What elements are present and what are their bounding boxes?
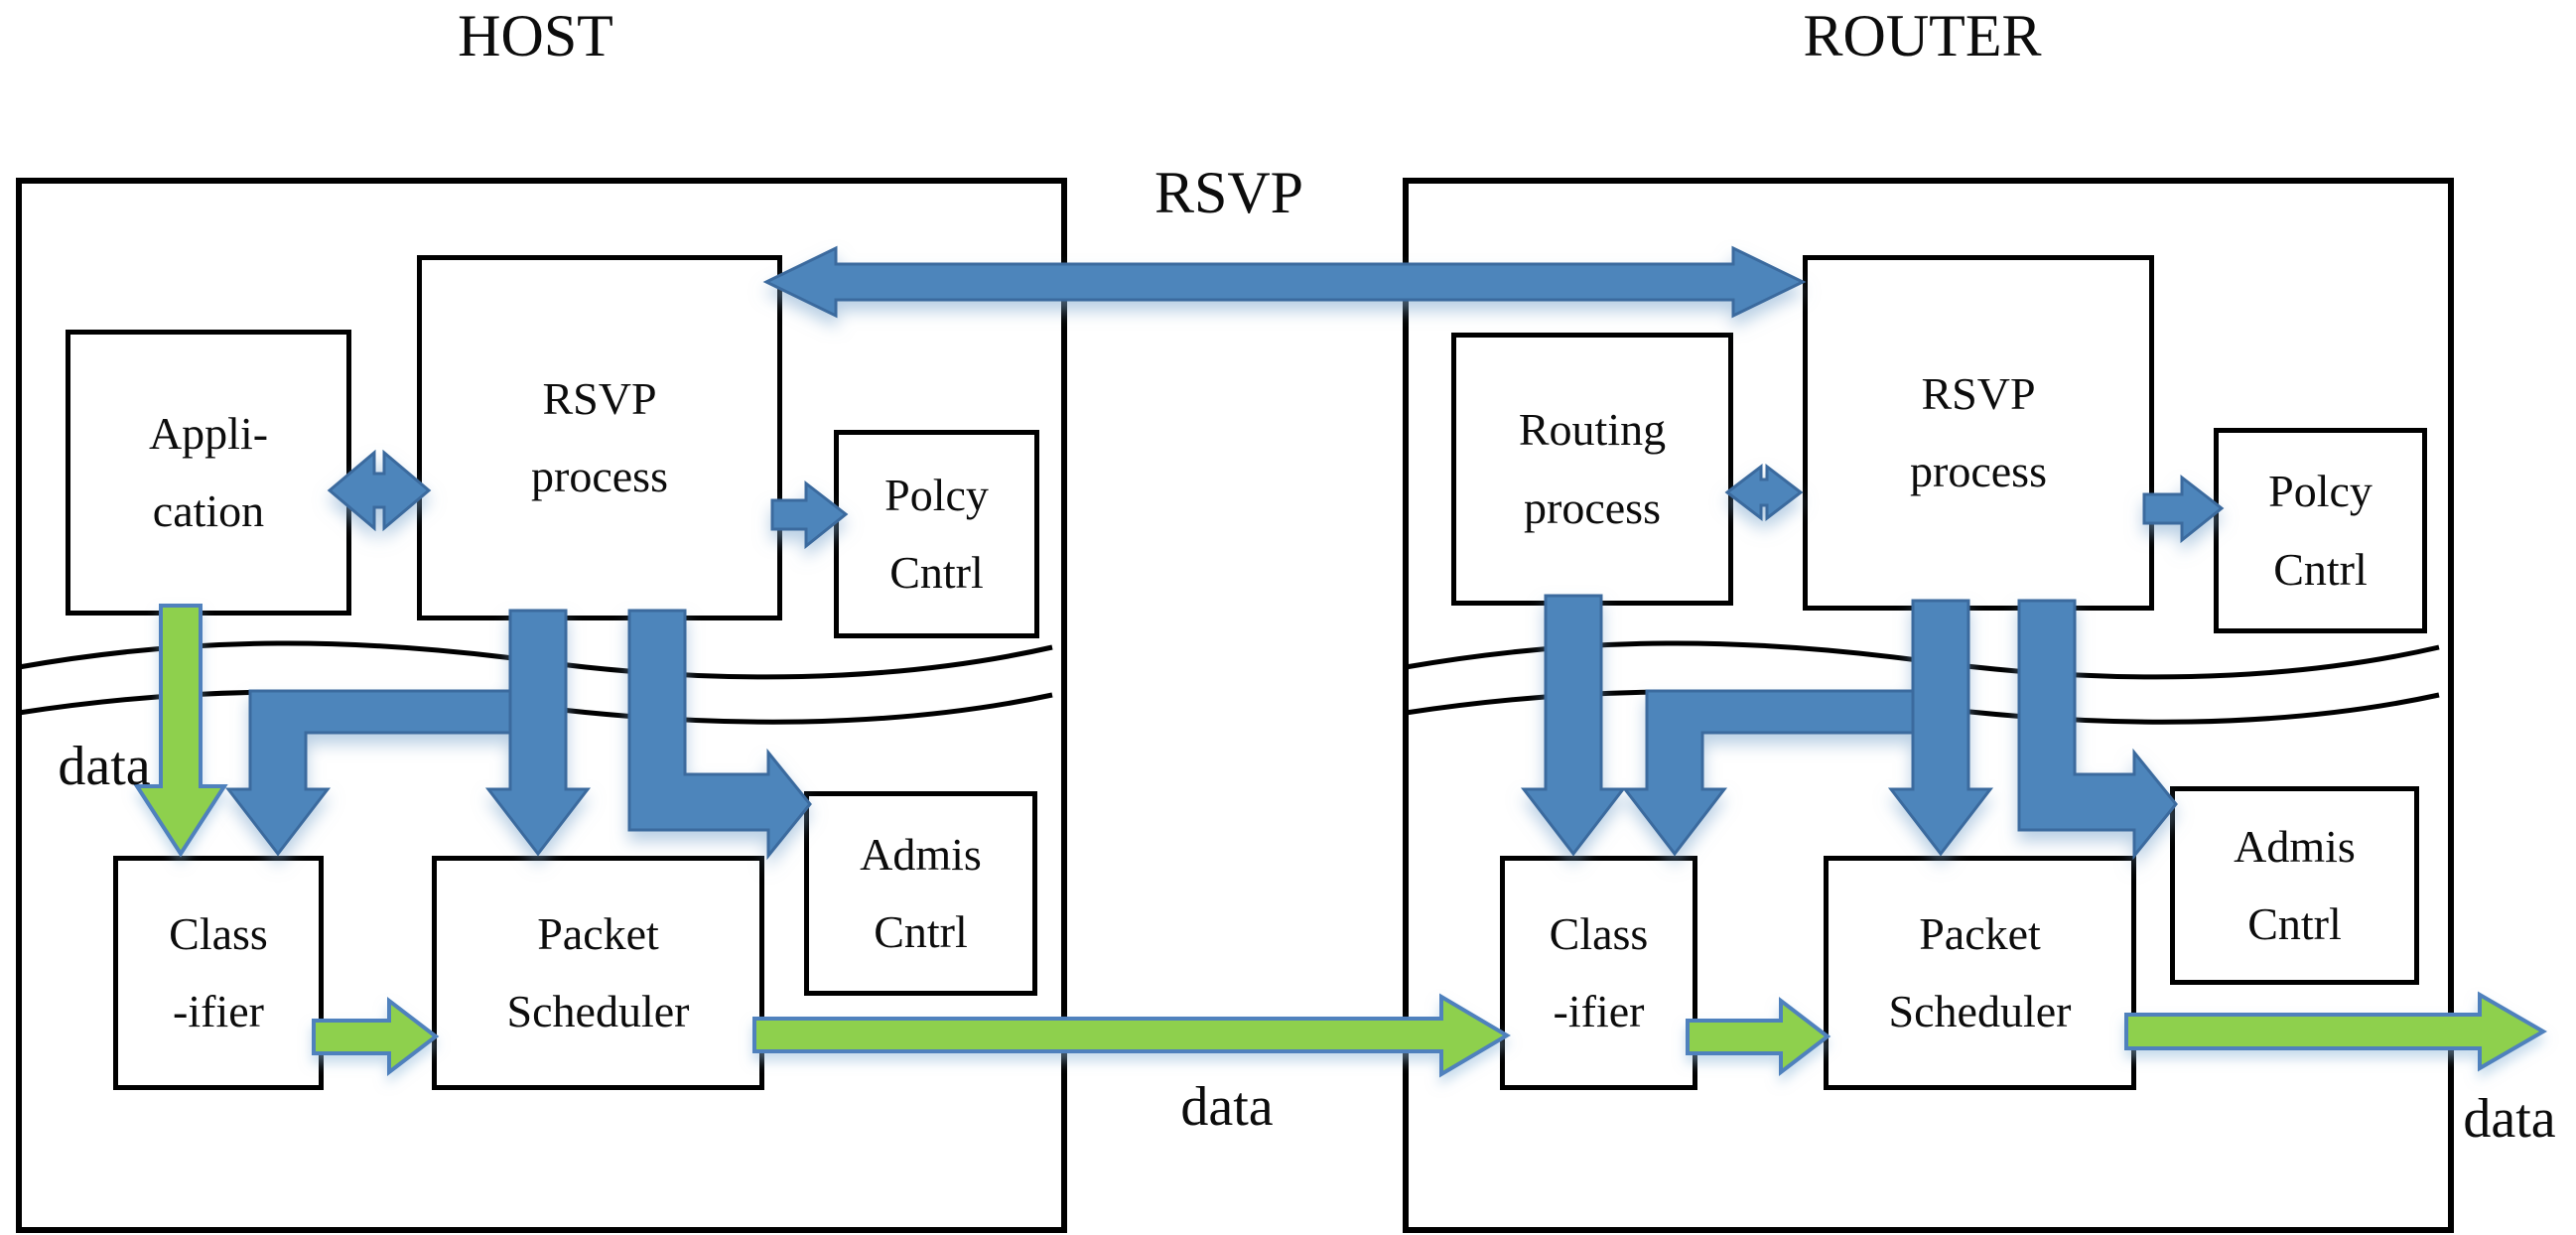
router-admission-control-box: Admis Cntrl: [2170, 786, 2419, 985]
host-policy-control-box: Polcy Cntrl: [834, 430, 1039, 638]
host-rsvp-process-box: RSVP process: [417, 255, 782, 620]
link-data-label: data: [1180, 1076, 1274, 1138]
host-packet-scheduler-box: Packet Scheduler: [432, 856, 764, 1090]
router-routing-process-box: Routing process: [1451, 333, 1733, 606]
router-title: ROUTER: [1803, 3, 2042, 69]
router-classifier-box: Class -ifier: [1500, 856, 1697, 1090]
output-data-label: data: [2463, 1088, 2556, 1150]
host-classifier-box: Class -ifier: [113, 856, 324, 1090]
host-application-box: Appli- cation: [66, 330, 351, 616]
host-title: HOST: [458, 3, 613, 69]
router-packet-scheduler-box: Packet Scheduler: [1824, 856, 2136, 1090]
router-policy-control-box: Polcy Cntrl: [2214, 428, 2427, 633]
host-admission-control-box: Admis Cntrl: [804, 791, 1037, 996]
router-rsvp-process-box: RSVP process: [1803, 255, 2154, 611]
host-data-label: data: [58, 736, 151, 797]
rsvp-link-label: RSVP: [1153, 160, 1304, 225]
